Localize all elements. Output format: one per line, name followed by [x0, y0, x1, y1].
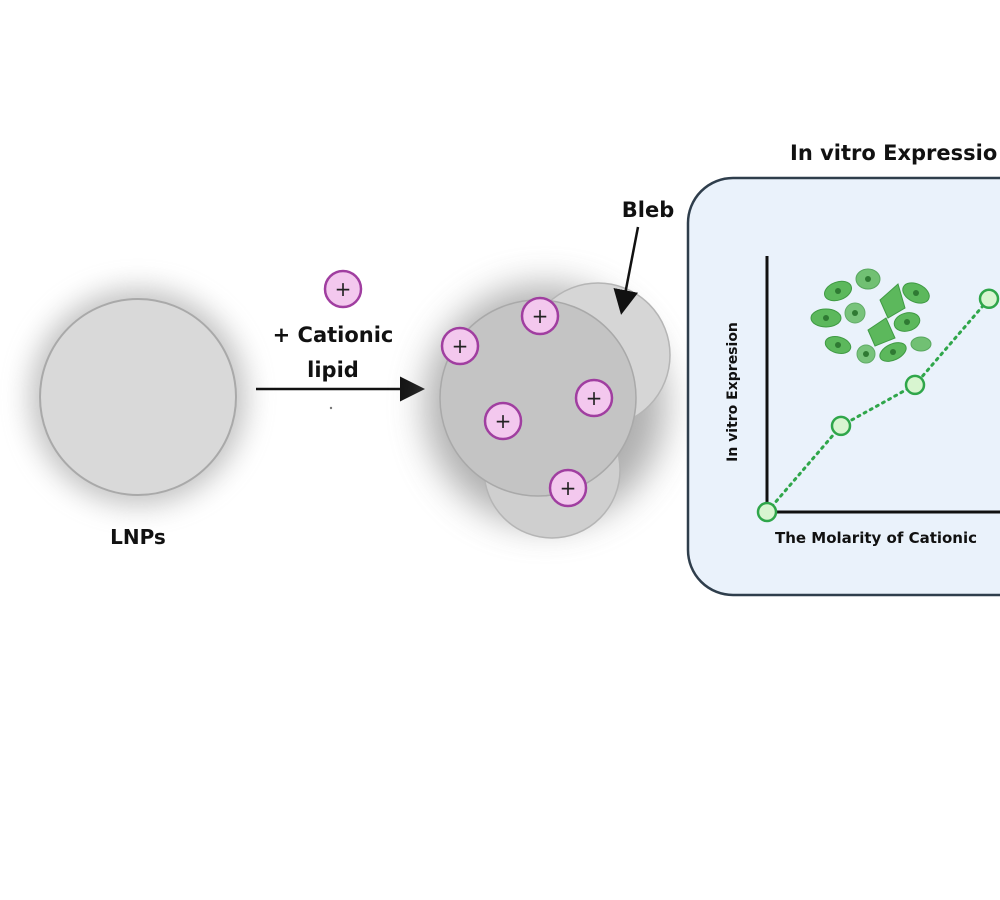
- trend-point-1: [756, 501, 778, 523]
- svg-text:+: +: [532, 304, 549, 328]
- cationic-lipid-icon: +: [440, 326, 480, 366]
- trend-point-2: [830, 415, 852, 437]
- cationic-lipid-icon: +: [548, 468, 588, 508]
- trend-point-4: [978, 288, 1000, 310]
- expression-trend: [756, 288, 1000, 523]
- svg-text:+: +: [335, 277, 352, 301]
- panel-title: In vitro Expressio: [790, 141, 997, 165]
- x-axis-label: The Molarity of Cationic: [775, 529, 977, 547]
- cationic-lipid-icon: +: [483, 401, 523, 441]
- cationic-label-line2: lipid: [307, 358, 359, 382]
- cationic-lipid-icon: +: [574, 378, 614, 418]
- lnps-label: LNPs: [110, 525, 166, 549]
- y-axis-label: In vitro Expresion: [725, 322, 741, 462]
- surface-lipids: + + + + +: [440, 296, 614, 508]
- cationic-label-line1: + Cationic: [273, 323, 394, 347]
- blebbed-lnp: [425, 282, 671, 539]
- bleb-label: Bleb: [622, 198, 674, 222]
- trend-point-3: [904, 374, 926, 396]
- svg-text:+: +: [452, 334, 469, 358]
- svg-text:+: +: [560, 476, 577, 500]
- cationic-lipid-icon: +: [323, 269, 363, 309]
- svg-text:+: +: [495, 409, 512, 433]
- cationic-lipid-icon: +: [520, 296, 560, 336]
- lnp-particle: [30, 289, 246, 505]
- dot-mark: [329, 406, 333, 410]
- bleb-pointer-arrow: [613, 226, 640, 315]
- svg-text:+: +: [586, 386, 603, 410]
- cell-cluster-icon: [810, 268, 932, 364]
- trend-line: [765, 297, 991, 514]
